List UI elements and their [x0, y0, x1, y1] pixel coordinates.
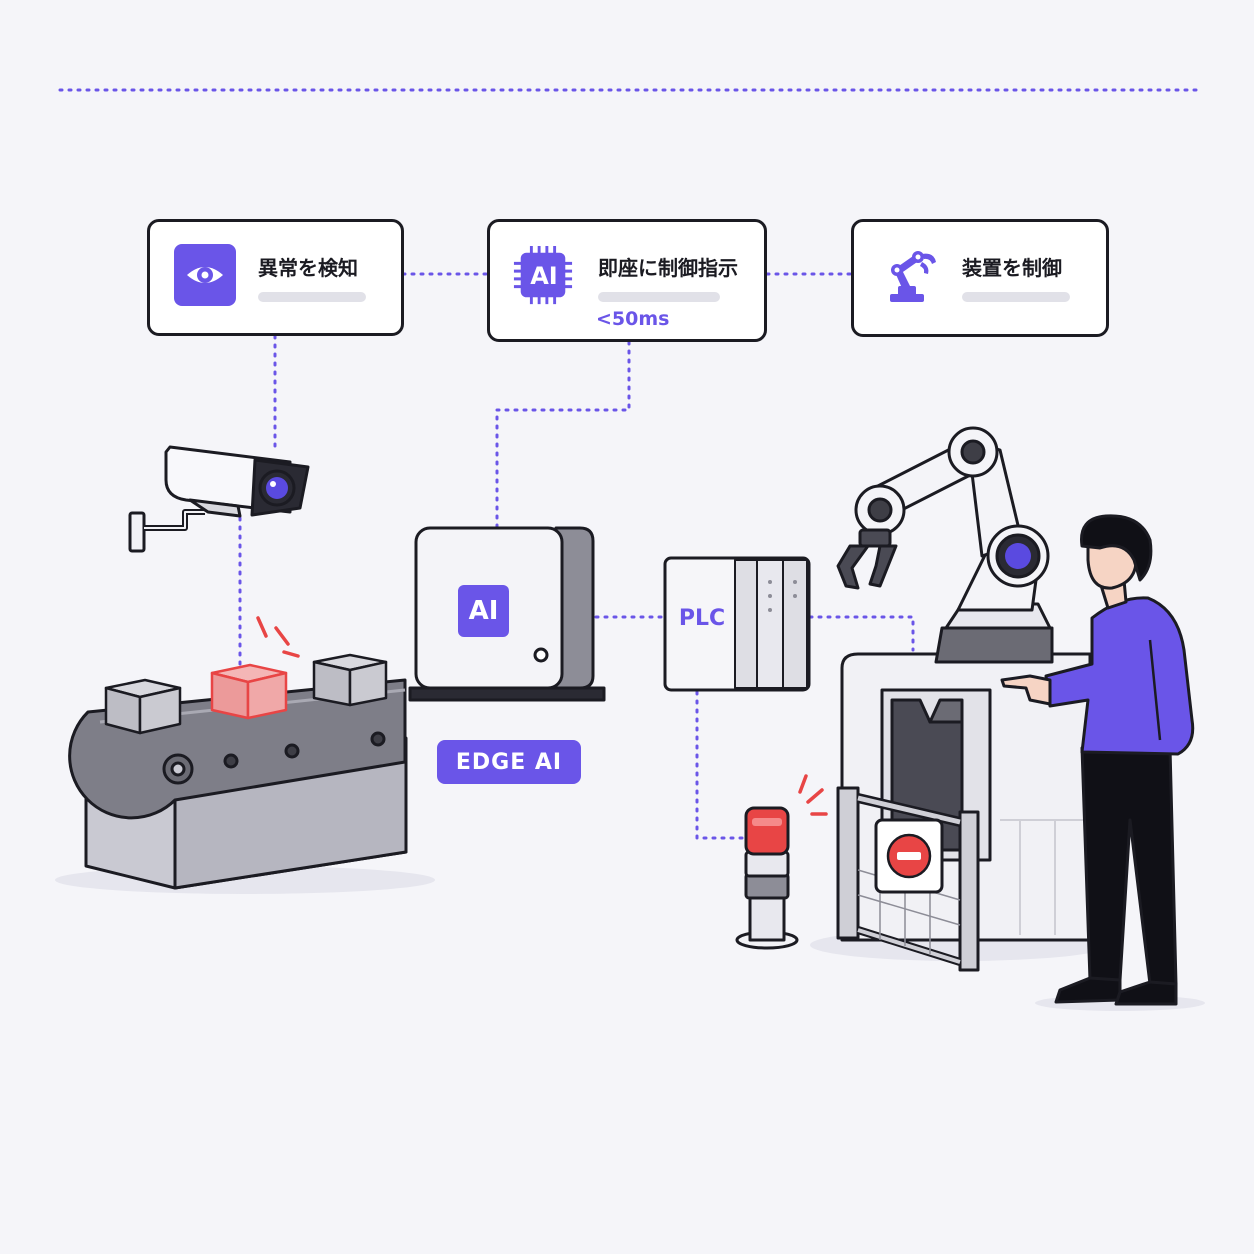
- edge-ai-led: [533, 647, 549, 663]
- robot-arm: [836, 426, 1054, 664]
- robot-arm-icon: [878, 244, 940, 306]
- person-legs: [1080, 746, 1178, 986]
- placeholder-bar: [258, 292, 366, 302]
- person-shirt: [1044, 596, 1195, 756]
- placeholder-bar: [962, 292, 1070, 302]
- edge-ai-chip-label: AI: [468, 596, 499, 626]
- plc-unit: [663, 556, 811, 692]
- ai-chip-label: AI: [530, 262, 558, 290]
- signal-red-lamp: [744, 806, 790, 856]
- person-hand: [1000, 674, 1052, 706]
- connector-plc-light: [695, 690, 744, 840]
- defect-alert-marks: [256, 616, 300, 658]
- step-card-control-device: 装置を制御: [851, 219, 1109, 337]
- latency-label: <50ms: [596, 308, 670, 330]
- robot-gripper: [836, 544, 898, 590]
- conveyor-roller: [284, 743, 300, 759]
- step-card-instant-control: AI 即座に制御指示 <50ms: [487, 219, 767, 342]
- security-camera: [128, 445, 310, 553]
- connector-card2-edge: [495, 340, 631, 530]
- conveyor-belt: [68, 678, 408, 890]
- ai-chip-icon: AI: [512, 244, 574, 306]
- robot-base: [934, 626, 1054, 664]
- camera-mount-plate: [128, 511, 146, 553]
- eye-icon: [174, 244, 236, 306]
- step-title-detect: 異常を検知: [258, 256, 358, 280]
- connector-plc-machine: [808, 615, 915, 652]
- box-defective: [210, 663, 288, 720]
- signal-alert-marks: [798, 774, 828, 816]
- signal-pole: [748, 893, 786, 942]
- placeholder-bar: [598, 292, 720, 302]
- step-title-instant-control: 即座に制御指示: [598, 256, 738, 280]
- person-shoe: [1114, 980, 1178, 1006]
- step-title-control-device: 装置を制御: [962, 256, 1062, 280]
- edge-ai-badge: EDGE AI: [437, 740, 581, 784]
- conveyor-roller: [223, 753, 239, 769]
- person-hair: [1080, 514, 1153, 582]
- safety-gate: [836, 786, 980, 972]
- edge-ai-chip: [458, 585, 509, 637]
- box-normal-right: [312, 653, 388, 707]
- signal-tower-light: [735, 806, 799, 950]
- step-card-detect-anomaly: 異常を検知: [147, 219, 404, 336]
- conveyor-roller: [370, 731, 386, 747]
- edge-ai-device: [408, 526, 606, 702]
- person-shoe: [1054, 976, 1122, 1004]
- box-normal-left: [104, 678, 182, 735]
- plc-label: PLC: [678, 606, 726, 631]
- operator-person: [1000, 514, 1195, 1006]
